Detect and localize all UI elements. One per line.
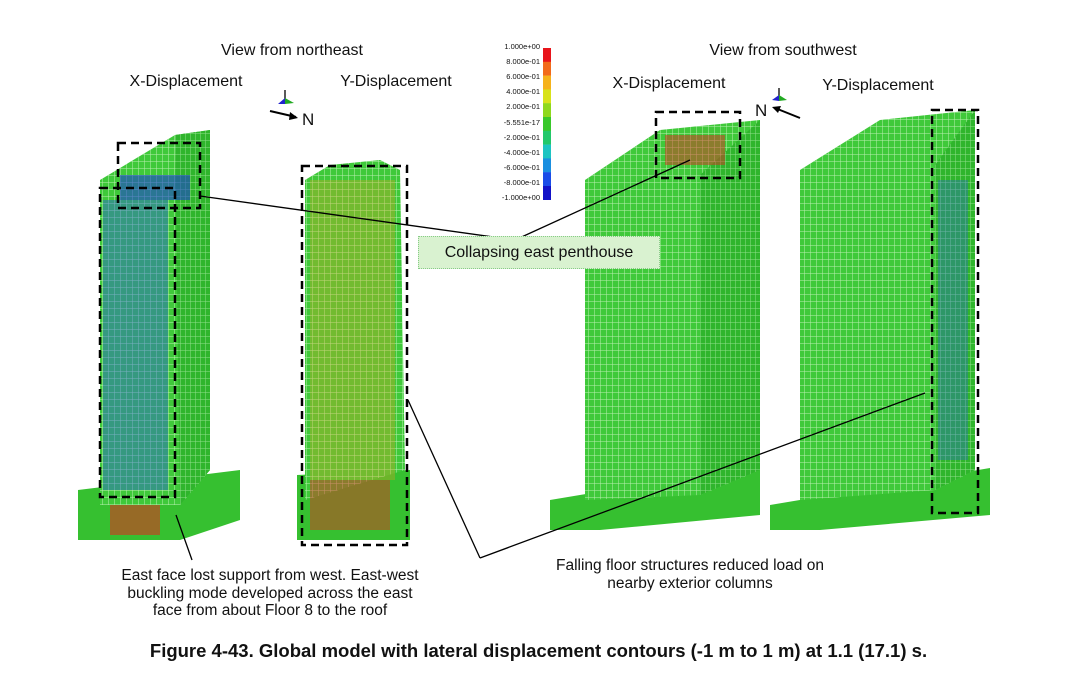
legend-tick-label: 2.000e-01 — [506, 102, 540, 112]
legend-tick-label: -8.000e-01 — [503, 177, 540, 187]
legend-tick-label: -4.000e-01 — [503, 147, 540, 157]
legend-tick-label: -6.000e-01 — [503, 162, 540, 172]
legend-color-swatch — [543, 144, 551, 159]
note-line: buckling mode developed across the east — [127, 584, 413, 602]
building-ne-x-displacement — [78, 130, 240, 540]
legend-color-swatch — [543, 117, 551, 131]
north-label: N — [302, 110, 315, 129]
note-falling-floors: Falling floor structures reduced load on… — [480, 557, 900, 592]
legend-color-swatch — [543, 61, 551, 76]
north-arrow-sw — [772, 88, 801, 119]
legend-color-swatch — [543, 172, 551, 187]
legend-color-swatch — [543, 48, 551, 62]
legend-color-swatch — [543, 103, 551, 118]
figure-caption: Figure 4-43. Global model with lateral d… — [149, 640, 928, 661]
panel-label: Y-Displacement — [822, 77, 934, 94]
callout-penthouse: Collapsing east penthouse — [418, 236, 660, 269]
north-label: N — [755, 101, 768, 120]
legend-tick-label: 1.000e+00 — [504, 42, 540, 51]
panel-label: Y-Displacement — [340, 73, 452, 90]
legend-color-swatch — [543, 158, 551, 173]
north-arrow-ne — [269, 90, 298, 120]
legend-tick-label: -2.000e-01 — [503, 132, 540, 142]
note-line: Falling floor structures reduced load on — [556, 557, 824, 574]
panel-label: X-Displacement — [612, 75, 726, 92]
legend-color-swatch — [543, 75, 551, 90]
legend-colorbar — [543, 48, 551, 200]
building-sw-y-displacement — [770, 110, 990, 530]
legend-color-swatch — [543, 186, 551, 200]
note-line: East face lost support from west. East-w… — [121, 567, 419, 584]
building-sw-x-displacement — [550, 120, 760, 530]
legend-tick-label: 6.000e-01 — [506, 72, 540, 82]
building-ne-y-displacement — [297, 160, 410, 540]
view-title-southwest: View from southwest — [709, 42, 857, 59]
legend-tick-label: 4.000e-01 — [506, 87, 540, 97]
note-line: nearby exterior columns — [607, 574, 773, 592]
legend-tick-label: 8.000e-01 — [506, 57, 540, 67]
legend-tick-label: -1.000e+00 — [501, 193, 540, 202]
note-line: face from about Floor 8 to the roof — [152, 602, 388, 619]
legend-tick-label: -5.551e-17 — [503, 117, 540, 127]
note-east-face: East face lost support from west. East-w… — [60, 567, 480, 620]
legend-color-swatch — [543, 130, 551, 145]
legend-color-swatch — [543, 89, 551, 104]
highlight-boxes — [98, 108, 980, 547]
panel-label: X-Displacement — [129, 73, 243, 90]
view-title-northeast: View from northeast — [221, 42, 363, 59]
leader-lines — [175, 159, 926, 561]
